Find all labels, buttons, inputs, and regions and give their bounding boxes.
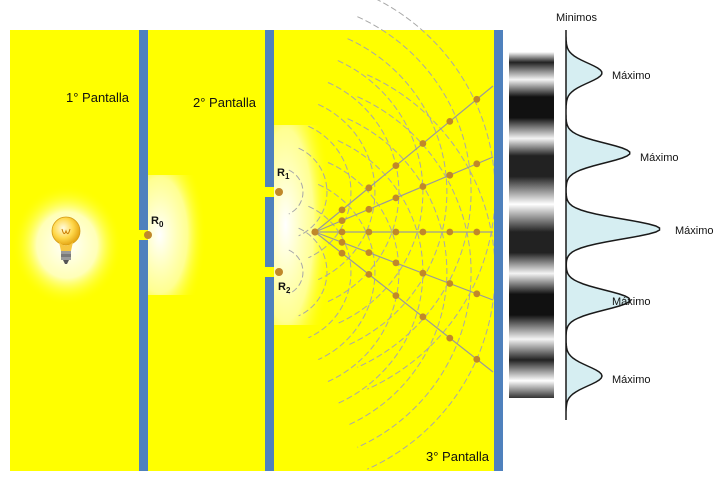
- interference-node: [419, 313, 427, 321]
- interference-fringes: [509, 52, 554, 398]
- interference-node: [419, 269, 427, 277]
- wavefront-arc: [308, 125, 352, 259]
- maximo-label: Máximo: [675, 225, 714, 237]
- wavefront-arcs: [288, 0, 496, 470]
- interference-node: [338, 217, 346, 225]
- interference-node: [446, 118, 454, 125]
- minimos-label: Minimos: [556, 12, 597, 24]
- slit-r0-marker: [144, 231, 152, 239]
- maximo-label: Máximo: [640, 152, 679, 164]
- interference-node: [365, 228, 373, 236]
- slit-r1-marker: [275, 188, 283, 196]
- wavefront-arc: [317, 103, 376, 281]
- wavefront-arc: [317, 183, 376, 361]
- slit-r1-label: R1: [277, 167, 290, 181]
- intensity-profile: [565, 30, 661, 420]
- interference-node: [419, 183, 427, 190]
- interference-node: [473, 290, 481, 298]
- interference-node: [446, 280, 454, 287]
- interference-node: [473, 160, 481, 168]
- wavefront-arc: [298, 147, 328, 237]
- screen-3: [494, 30, 503, 471]
- interference-node: [419, 228, 427, 236]
- interference-node: [338, 206, 346, 214]
- interference-node: [392, 259, 400, 267]
- wavefront-arc: [347, 118, 448, 426]
- interference-node: [473, 355, 481, 363]
- interference-ray: [314, 85, 494, 233]
- wavefront-arc: [357, 16, 472, 368]
- interference-node: [392, 162, 400, 170]
- interference-node: [365, 271, 373, 278]
- interference-node: [473, 228, 481, 236]
- interference-node: [392, 194, 400, 202]
- interference-node: [338, 228, 346, 236]
- interference-node: [365, 249, 373, 256]
- maximo-label: Máximo: [612, 374, 651, 386]
- interference-node: [473, 95, 481, 103]
- interference-node: [446, 228, 454, 236]
- wavefront-arc: [308, 205, 352, 339]
- wavefront-arc: [298, 227, 328, 317]
- wavefront-arc: [288, 249, 304, 295]
- interference-node: [392, 292, 400, 299]
- interference-node: [446, 171, 454, 179]
- screen-2: [265, 30, 274, 471]
- wavefront-arc: [347, 38, 448, 346]
- interference-node: [365, 205, 373, 213]
- slit-r0-label: R0: [151, 215, 164, 229]
- interference-node: [446, 334, 454, 342]
- slit-r2-marker: [275, 268, 283, 276]
- interference-node: [311, 228, 319, 236]
- maximo-label: Máximo: [612, 296, 651, 308]
- screen-2-label: 2° Pantalla: [193, 95, 257, 110]
- maximo-label: Máximo: [612, 70, 651, 82]
- screen-1-label: 1° Pantalla: [66, 90, 130, 105]
- interference-ray: [314, 231, 494, 373]
- interference-nodes: [311, 95, 481, 363]
- interference-node: [419, 140, 427, 147]
- light-bulb-icon: [51, 216, 81, 264]
- screen-3-label: 3° Pantalla: [426, 449, 490, 464]
- interference-node: [338, 249, 346, 257]
- screen-1: [139, 30, 148, 471]
- wavefront-arc: [337, 60, 424, 324]
- slit-r2-label: R2: [278, 281, 291, 295]
- wavefront-arc: [327, 162, 400, 382]
- wavefront-arc: [327, 82, 400, 302]
- interference-node: [392, 228, 400, 236]
- interference-node: [365, 184, 373, 192]
- interference-node: [338, 238, 346, 246]
- wavefront-arc: [288, 169, 304, 215]
- slit-r0-glow: [148, 175, 206, 295]
- wavefront-arc: [357, 96, 472, 448]
